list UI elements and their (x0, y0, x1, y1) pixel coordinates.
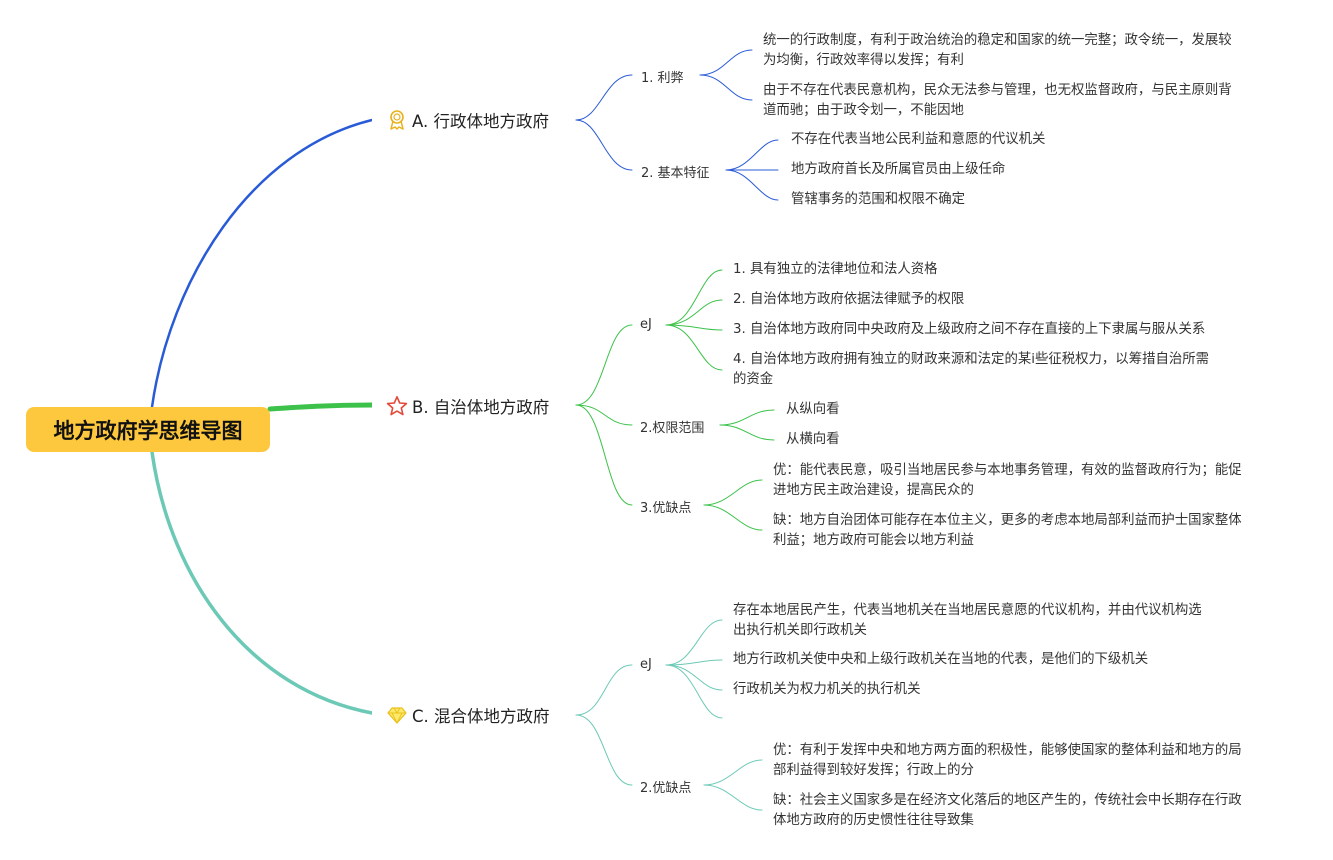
leaf-line: 体地方政府的历史惯性往往导致集 (773, 813, 974, 828)
leaf-node[interactable]: 不存在代表当地公民利益和意愿的代议机关 (791, 132, 1046, 147)
leaf-node[interactable]: 3. 自治体地方政府同中央政府及上级政府之间不存在直接的上下隶属与服从关系 (733, 322, 1206, 337)
leaf-node[interactable]: 从横向看 (786, 432, 840, 447)
leaf-line: 出执行机关即行政机关 (733, 623, 867, 638)
connector-root-b (267, 402, 375, 412)
star-outline-icon (386, 396, 408, 416)
diamond-icon (387, 707, 407, 725)
leaf-node[interactable]: 从纵向看 (786, 402, 840, 417)
award-ribbon-icon (390, 110, 404, 130)
sub-node[interactable]: 3.优缺点 (640, 501, 692, 516)
leaf-node[interactable]: 缺：社会主义国家多是在经济文化落后的地区产生的，传统社会中长期存在行政 体地方政… (773, 791, 1242, 831)
branch-title-c: C. 混合体地方政府 (412, 707, 550, 726)
sub-node[interactable]: 2. 基本特征 (641, 166, 710, 181)
leaf-node[interactable]: 1. 具有独立的法律地位和法人资格 (733, 262, 938, 277)
leaf-node[interactable]: 行政机关为权力机关的执行机关 (733, 682, 921, 697)
branch-node-a[interactable]: A. 行政体地方政府 (372, 101, 557, 139)
leaf-node[interactable]: 缺：地方自治团体可能存在本位主义，更多的考虑本地局部利益而护士国家整体 利益；地… (773, 511, 1242, 551)
leaf-line: 进地方民主政治建设，提高民众的 (773, 483, 974, 498)
leaf-node[interactable]: 由于不存在代表民意机构，民众无法参与管理，也无权监督政府，与民主原则背 道而驰；… (763, 81, 1232, 121)
root-node[interactable]: 地方政府学思维导图 (26, 407, 270, 452)
leaf-line: 道而驰；由于政令划一，不能因地 (763, 103, 964, 118)
root-title: 地方政府学思维导图 (53, 418, 243, 443)
connector-root-a (150, 118, 374, 409)
sub-node[interactable]: 1. 利弊 (641, 71, 684, 86)
leaf-node[interactable]: 地方政府首长及所属官员由上级任命 (791, 162, 1006, 177)
leaf-node[interactable]: 统一的行政制度，有利于政治统治的稳定和国家的统一完整；政令统一，发展较 为均衡，… (763, 31, 1232, 71)
leaf-node[interactable]: 优：有利于发挥中央和地方两方面的积极性，能够使国家的整体利益和地方的局 部利益得… (773, 741, 1242, 781)
leaf-node[interactable]: 2. 自治体地方政府依据法律赋予的权限 (733, 292, 965, 307)
connector-root-c (150, 450, 374, 715)
branch-node-c[interactable]: C. 混合体地方政府 (372, 696, 558, 734)
sub-node[interactable]: eJ (640, 317, 652, 332)
branch-node-b[interactable]: B. 自治体地方政府 (372, 387, 558, 425)
leaf-node[interactable]: 优：能代表民意，吸引当地居民参与本地事务管理，有效的监督政府行为；能促 进地方民… (773, 461, 1242, 501)
leaf-line: 优：有利于发挥中央和地方两方面的积极性，能够使国家的整体利益和地方的局 (773, 743, 1242, 758)
sub-node[interactable]: 2.权限范围 (640, 421, 705, 436)
branch-title-a: A. 行政体地方政府 (412, 112, 549, 131)
leaf-line: 缺：地方自治团体可能存在本位主义，更多的考虑本地局部利益而护士国家整体 (773, 513, 1242, 528)
leaf-line: 缺：社会主义国家多是在经济文化落后的地区产生的，传统社会中长期存在行政 (773, 793, 1242, 808)
leaf-node[interactable]: 存在本地居民产生，代表当地机关在当地居民意愿的代议机构，并由代议机构选 出执行机… (733, 601, 1202, 641)
leaf-node[interactable]: 管辖事务的范围和权限不确定 (791, 192, 966, 207)
leaf-line: 优：能代表民意，吸引当地居民参与本地事务管理，有效的监督政府行为；能促 (773, 463, 1242, 478)
leaf-line: 利益；地方政府可能会以地方利益 (773, 533, 974, 548)
leaf-node[interactable]: 地方行政机关使中央和上级行政机关在当地的代表，是他们的下级机关 (733, 652, 1149, 667)
leaf-line: 部利益得到较好发挥；行政上的分 (773, 763, 974, 778)
leaf-line: 存在本地居民产生，代表当地机关在当地居民意愿的代议机构，并由代议机构选 (733, 603, 1202, 618)
leaf-line: 的资金 (733, 372, 774, 387)
leaf-line: 为均衡，行政效率得以发挥；有利 (763, 53, 964, 68)
leaf-line: 4. 自治体地方政府拥有独立的财政来源和法定的某i些征税权力，以筹措自治所需 (733, 352, 1210, 367)
leaf-line: 由于不存在代表民意机构，民众无法参与管理，也无权监督政府，与民主原则背 (763, 83, 1232, 98)
leaf-line: 统一的行政制度，有利于政治统治的稳定和国家的统一完整；政令统一，发展较 (763, 33, 1232, 48)
leaf-node[interactable]: 4. 自治体地方政府拥有独立的财政来源和法定的某i些征税权力，以筹措自治所需 的… (733, 350, 1209, 390)
sub-node[interactable]: 2.优缺点 (640, 781, 692, 796)
branch-title-b: B. 自治体地方政府 (412, 398, 550, 417)
sub-node[interactable]: eJ (640, 657, 652, 672)
